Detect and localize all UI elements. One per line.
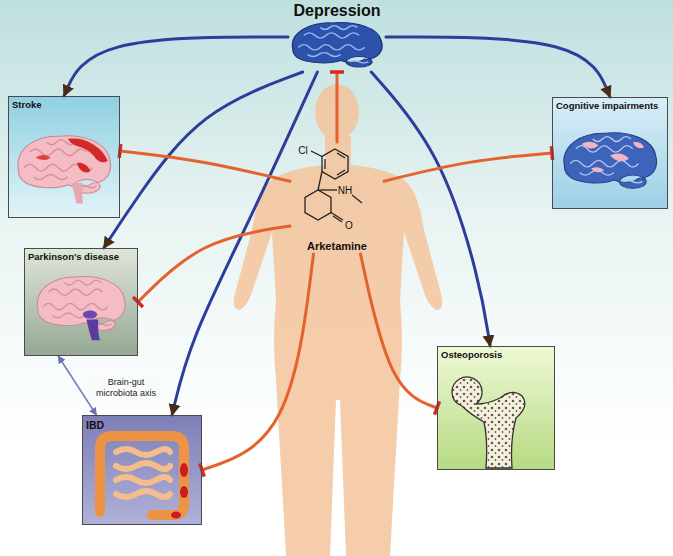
parkinsons-panel-rect <box>24 248 138 356</box>
cognitive-panel <box>552 97 668 209</box>
box-title: IBD <box>83 416 107 434</box>
depression-brain <box>292 23 382 68</box>
node-title: Arketamine <box>306 239 368 254</box>
cognitive-panel-g-use <box>564 133 657 188</box>
box-title: Cognitive impairments <box>553 98 661 115</box>
molecule-path <box>318 189 337 190</box>
ibd-panel-path <box>100 436 184 515</box>
stroke-panel-g-path <box>77 163 90 173</box>
ibd-panel-ellipse <box>180 463 188 477</box>
disease-box: Parkinson's disease <box>24 248 138 356</box>
stroke-panel-g-path <box>68 138 108 162</box>
disease-box: Stroke <box>8 96 120 218</box>
molecule-path <box>322 149 348 179</box>
atom-label: O <box>345 221 353 231</box>
disease-box: Cognitive impairments <box>552 97 668 209</box>
molecule-path <box>325 153 345 175</box>
depression-brain-use <box>292 23 382 68</box>
cognitive-panel-rect <box>552 97 668 209</box>
box-title: Parkinson's disease <box>25 249 122 266</box>
molecule-path <box>352 195 362 203</box>
osteoporosis-panel-path <box>452 377 525 468</box>
cognitive-panel-g <box>564 133 657 188</box>
cognitive-panel-g-use <box>570 137 642 183</box>
parkinsons-panel-g-use <box>37 277 125 331</box>
human-body-path <box>234 136 443 556</box>
atom-label: Cl <box>298 146 307 156</box>
stroke-panel-g-path <box>36 155 51 160</box>
parkinsons-panel-g-ellipse <box>83 311 97 319</box>
parkinsons-panel-g <box>37 277 125 341</box>
ibd-panel-path <box>116 449 170 497</box>
edge-label: Brain-gut microbiota axis <box>88 376 164 400</box>
box-title: Stroke <box>9 97 45 114</box>
atom-label: NH <box>338 186 352 196</box>
disease-box: IBD <box>82 415 202 525</box>
inhibition-line <box>361 254 438 408</box>
inhibition-line <box>384 153 552 181</box>
cause-arrow <box>371 72 490 346</box>
cause-arrow <box>386 37 610 97</box>
inhibition-line <box>120 151 290 181</box>
depression-brain-use <box>298 26 368 63</box>
drug-node: Arketamine <box>290 142 384 254</box>
ibd-panel <box>82 415 202 525</box>
molecule-path <box>311 151 322 157</box>
stroke-panel-rect <box>8 96 120 218</box>
stroke-panel-g-use <box>18 136 111 193</box>
stroke-panel <box>8 96 120 218</box>
molecule <box>305 149 362 222</box>
molecule-path <box>331 213 343 223</box>
parkinsons-panel <box>24 248 138 356</box>
molecule-path <box>318 172 322 191</box>
disease-box: Osteoporosis <box>437 346 555 470</box>
parkinsons-panel-g-use <box>43 280 111 325</box>
ibd-panel-rect <box>82 415 202 525</box>
osteoporosis-panel-path <box>452 377 525 468</box>
osteoporosis-panel <box>437 346 555 470</box>
box-title: Osteoporosis <box>438 347 505 364</box>
molecule-path <box>305 190 331 220</box>
node-title: Depression <box>293 2 380 20</box>
parkinsons-panel-g-path <box>86 319 100 340</box>
stroke-panel-g <box>18 136 111 204</box>
human-body <box>234 84 443 556</box>
inhibition-line <box>138 226 290 302</box>
depression-node: Depression <box>288 2 386 72</box>
cognitive-panel-g-path <box>582 142 645 172</box>
inhibition-line <box>202 254 314 470</box>
osteoporosis-panel-rect <box>437 346 555 470</box>
cause-arrow <box>104 72 303 248</box>
ibd-panel-ellipse <box>171 512 181 519</box>
inhibition-line <box>336 72 339 142</box>
ibd-panel-ellipse <box>180 486 188 498</box>
cause-arrow <box>64 37 288 96</box>
stroke-panel-g-path <box>72 183 83 203</box>
